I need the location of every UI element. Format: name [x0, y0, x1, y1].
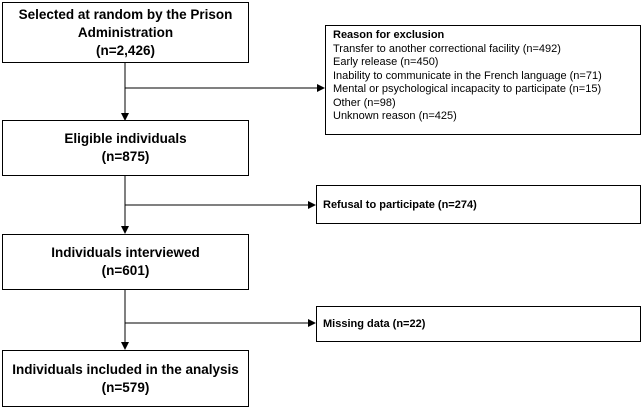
- exclusion-reason: Transfer to another correctional facilit…: [333, 42, 561, 55]
- eligible-box: Eligible individuals (n=875): [2, 120, 249, 176]
- refusal-box: Refusal to participate (n=274): [316, 185, 641, 224]
- selected-box: Selected at random by the Prison Adminis…: [2, 2, 249, 63]
- refusal-text: Refusal to participate (n=274): [323, 198, 477, 211]
- included-box: Individuals included in the analysis (n=…: [2, 350, 249, 407]
- eligible-box-count: (n=875): [101, 149, 150, 164]
- exclusion-reason: Inability to communicate in the French l…: [333, 69, 602, 82]
- exclusion-reason: Mental or psychological incapacity to pa…: [333, 83, 602, 95]
- selected-box-count: (n=2,426): [96, 42, 155, 58]
- interviewed-box-count: (n=601): [101, 263, 150, 278]
- selected-box-title: Selected at random by the Prison Adminis…: [18, 6, 233, 40]
- missing-data-box: Missing data (n=22): [316, 306, 641, 342]
- missing-data-text: Missing data (n=22): [323, 318, 426, 330]
- included-box-count: (n=579): [101, 379, 150, 395]
- interviewed-box: Individuals interviewed (n=601): [2, 234, 249, 290]
- exclusion-heading: Reason for exclusion: [333, 29, 445, 41]
- exclusion-reason: Early release (n=450): [333, 56, 439, 68]
- included-box-title: Individuals included in the analysis: [12, 361, 239, 377]
- exclusion-reason: Other (n=98): [333, 96, 396, 109]
- interviewed-box-title: Individuals interviewed: [51, 245, 200, 260]
- eligible-box-title: Eligible individuals: [64, 131, 187, 146]
- exclusion-reason: Unknown reason (n=425): [333, 110, 457, 122]
- exclusion-box: Reason for exclusion Transfer to another…: [325, 25, 641, 135]
